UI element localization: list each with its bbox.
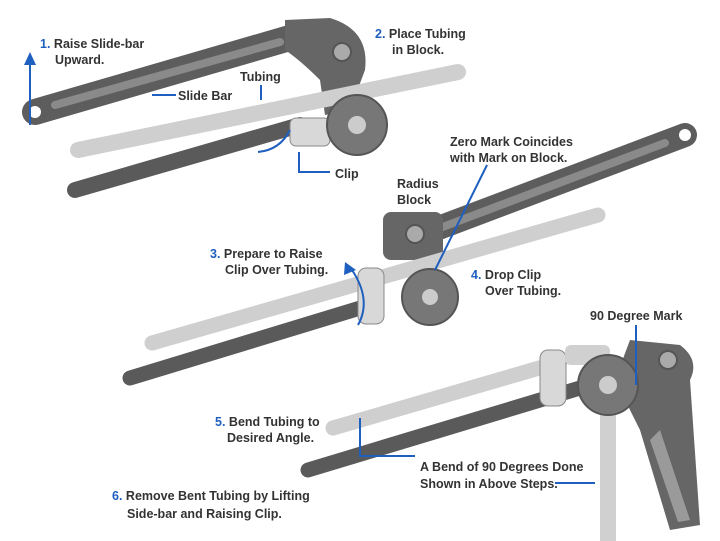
tubing-rod	[325, 354, 568, 436]
slide-bar-slot	[436, 139, 669, 232]
dial-center	[422, 289, 438, 305]
raise-clip-arrow-line	[351, 269, 365, 326]
bend-note-leader-left	[359, 418, 415, 457]
degree-mark-label: 90 Degree Mark	[590, 309, 682, 323]
clip-curved-arrow	[257, 129, 291, 153]
up-arrow-icon	[24, 52, 36, 65]
bent-tube-vertical	[600, 400, 616, 541]
pivot-pin	[405, 224, 425, 244]
slide-bar-label: Slide Bar	[178, 89, 232, 103]
tool-stage-1	[22, 18, 466, 198]
clip-label: Clip	[335, 167, 359, 181]
dark-tube	[67, 117, 308, 198]
clip	[357, 267, 385, 325]
clip	[539, 349, 567, 407]
zero-mark-leader	[434, 164, 488, 271]
tool-stage-3	[300, 325, 700, 541]
clip	[289, 117, 331, 147]
tool-stage-2	[122, 123, 697, 386]
handle-slot	[650, 430, 690, 522]
dial-center	[599, 376, 617, 394]
pivot-pin	[332, 42, 352, 62]
slide-bar-hole	[29, 106, 41, 118]
dark-tube	[122, 297, 378, 386]
curved-arrow-icon	[344, 262, 356, 275]
slide-bar-slot	[51, 38, 284, 109]
dial-center	[348, 116, 366, 134]
tubing-label: Tubing	[240, 70, 281, 84]
clip-leader	[298, 152, 330, 173]
pivot-pin	[658, 350, 678, 370]
tubing-rod	[70, 64, 466, 158]
slide-bar-hole	[679, 129, 691, 141]
